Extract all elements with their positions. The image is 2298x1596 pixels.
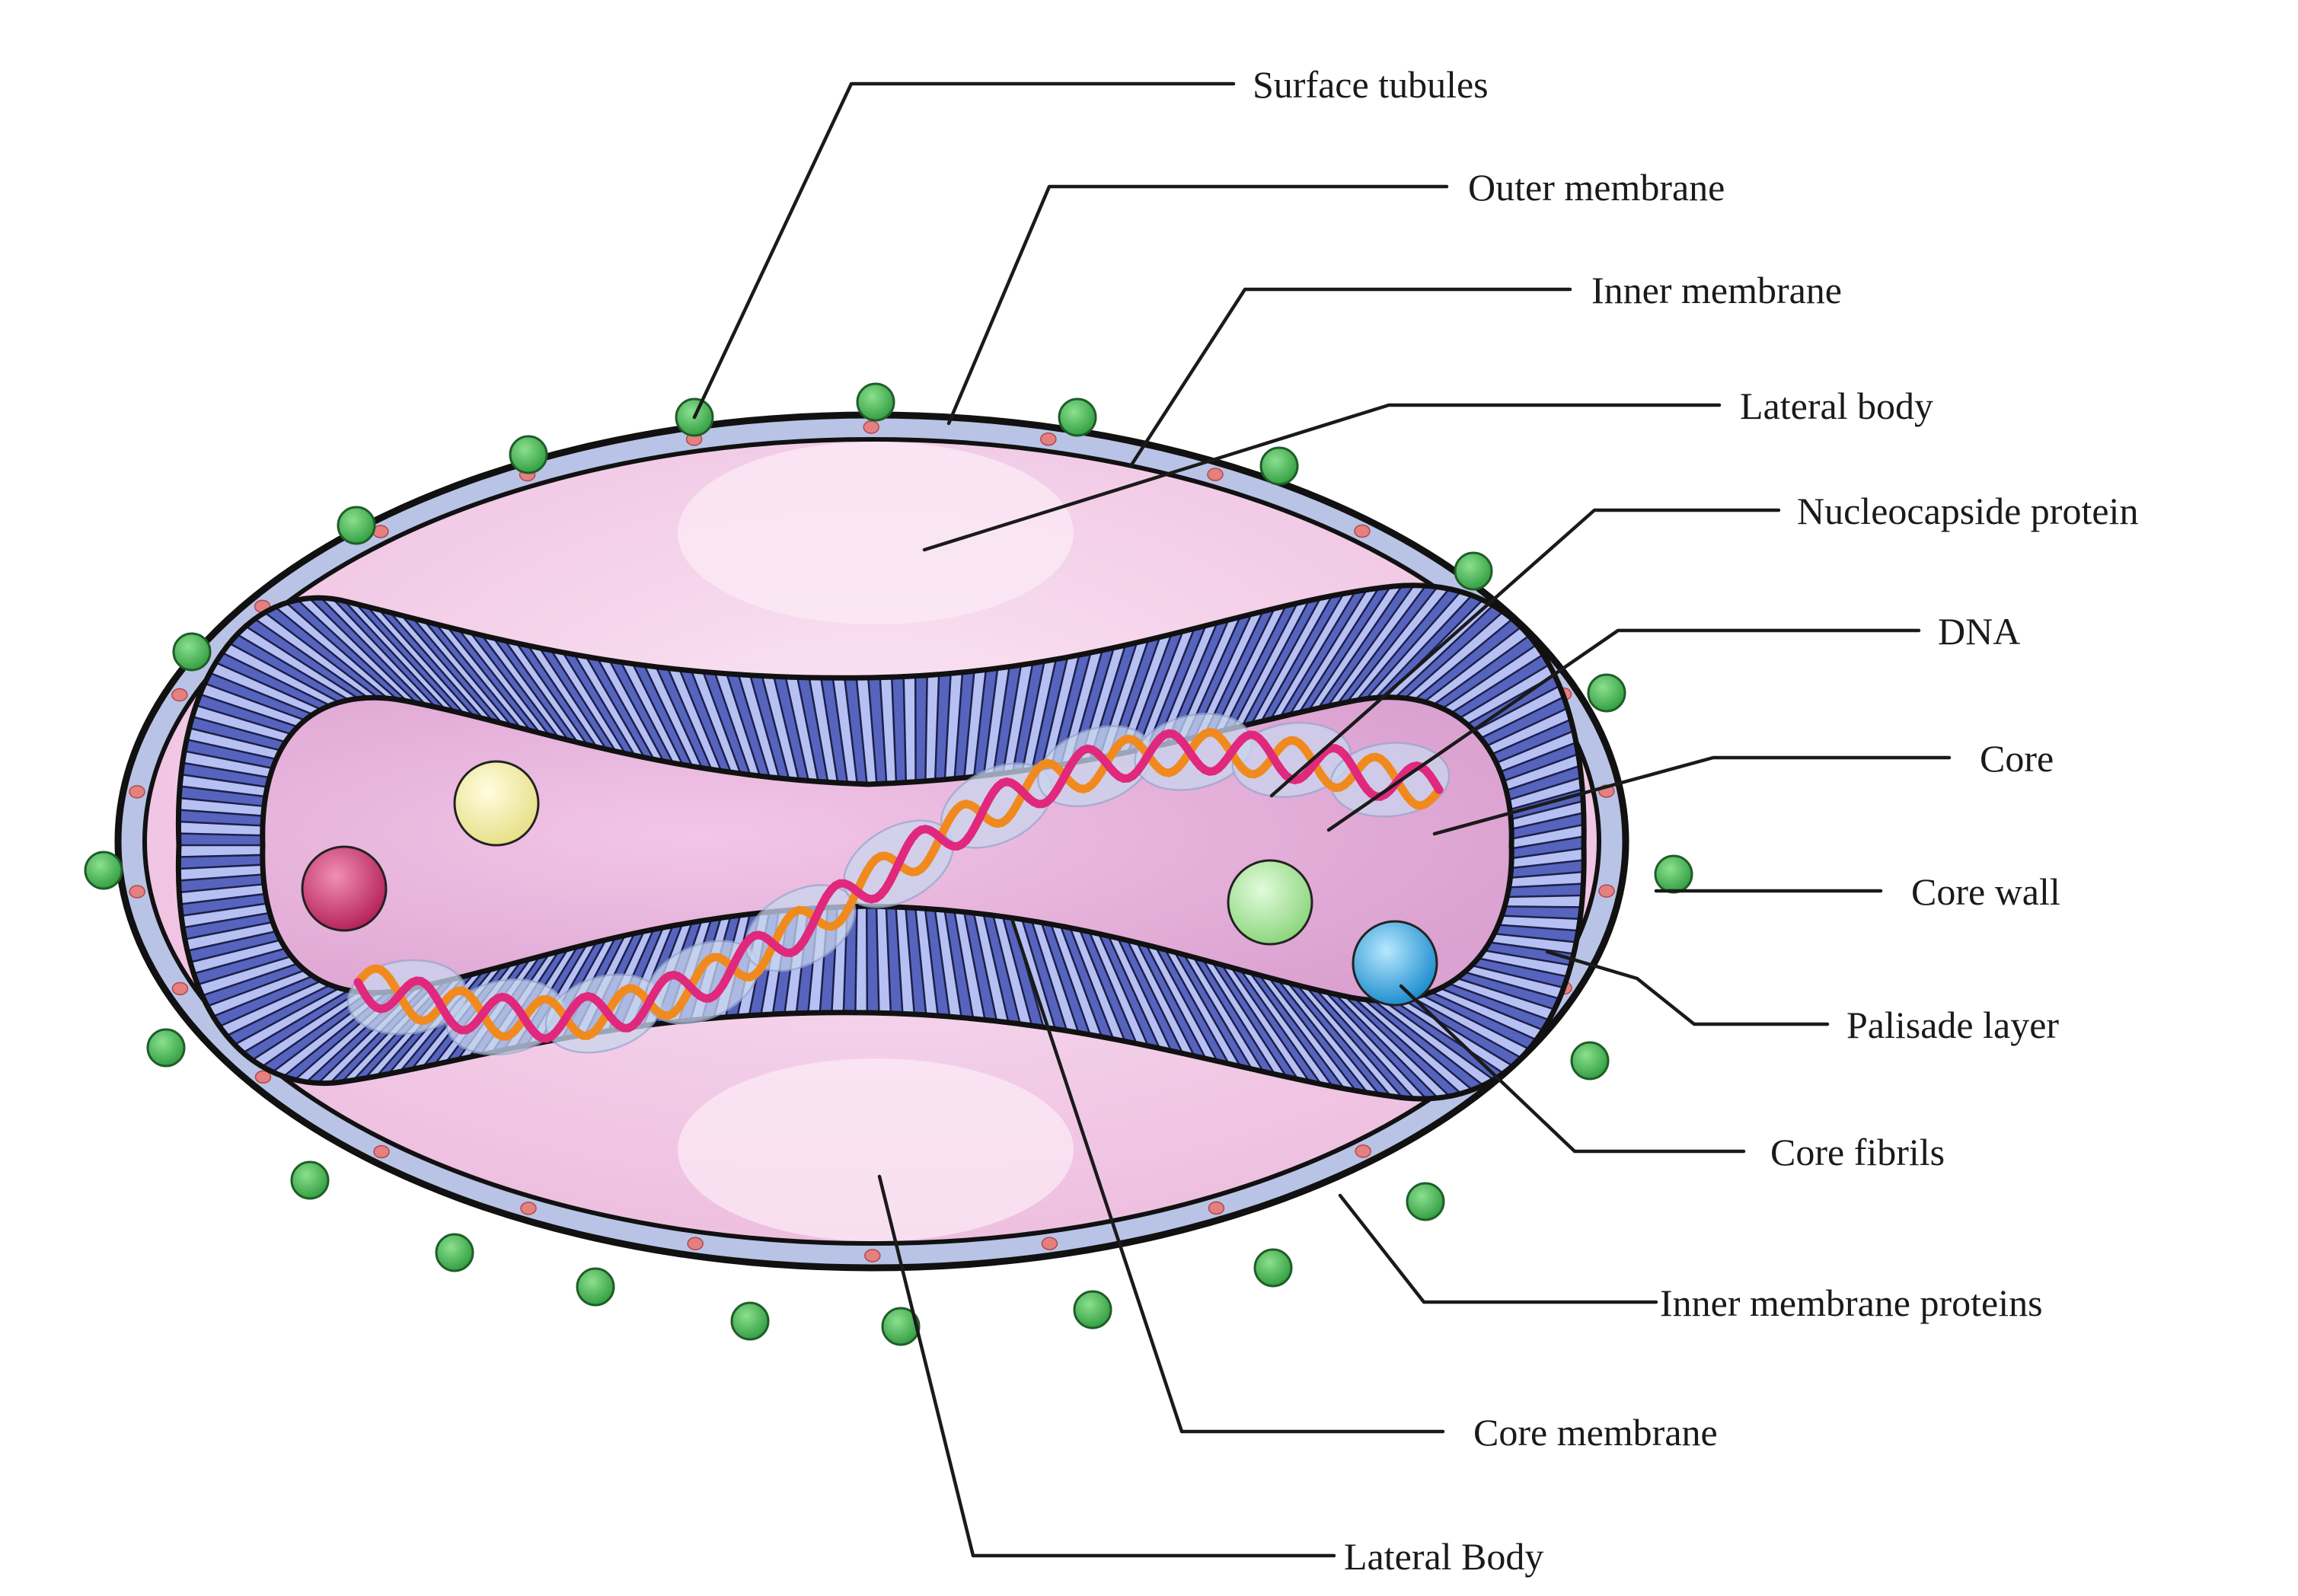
leader-core-fibrils [1399,984,1746,1154]
label-surface-tubules: Surface tubules [1253,63,1489,106]
surface-tubule-dot [146,1028,186,1068]
lateral-body-bottom-highlight [678,1058,1074,1241]
surface-tubule-dot [576,1267,615,1307]
surface-tubule-dot [1587,673,1626,713]
label-core: Core [1980,737,2054,780]
lateral-body-top-highlight [678,442,1074,624]
dna-strand-pink [353,729,1444,1043]
membrane-protein-dot [864,1249,881,1262]
surface-tubule-dot [1406,1182,1445,1221]
membrane-protein-dot [129,785,145,799]
surface-tubule-dot [1654,854,1693,894]
surface-tubule-dots [84,382,1693,1346]
membrane-protein-dot [863,420,879,434]
label-lateral-body-top: Lateral body [1740,385,1933,427]
surface-tubule-dot [1058,397,1097,437]
surface-tubule-dot [1259,446,1299,486]
membrane-protein-dot [1207,468,1224,481]
core-granule-red [301,845,388,932]
membrane-protein-dot [171,688,188,702]
leader-nucleocapside-protein [1269,508,1781,798]
membrane-protein-dot [373,1144,390,1159]
membrane-protein-dot [1355,1144,1371,1158]
surface-tubule-dot [337,506,376,545]
surface-tubule-dot [1073,1290,1112,1329]
membrane-protein-dot [1208,1201,1225,1215]
membrane-protein-dot [254,1070,272,1084]
surface-tubule-dot [84,851,123,890]
label-palisade-layer: Palisade layer [1846,1004,2059,1046]
label-nucleocapside-protein: Nucleocapside protein [1797,490,2138,532]
membrane-protein-dot [129,885,145,899]
membrane-protein-dot [1354,524,1371,538]
leader-inner-membrane [1128,287,1572,468]
surface-tubule-dot [1454,551,1493,591]
leader-outer-membrane [946,184,1449,426]
label-dna: DNA [1938,610,2020,653]
surface-tubule-dot [1570,1041,1610,1080]
membrane-protein-dot [520,1202,537,1215]
virion-body [84,382,1693,1346]
label-core-fibrils: Core fibrils [1770,1131,1945,1173]
surface-tubule-dot [290,1160,330,1200]
membrane-protein-dot [687,1237,704,1251]
leader-lateral-body-top [922,403,1722,552]
nucleocapsid-protein-beads [346,713,1451,1056]
surface-tubule-dot [509,435,548,474]
label-core-membrane: Core membrane [1473,1411,1718,1454]
surface-tubule-dot [435,1233,474,1272]
label-inner-membrane-proteins: Inner membrane proteins [1660,1282,2043,1324]
surface-tubule-dot [856,382,895,422]
leader-core [1432,755,1952,836]
surface-tubule-dot [172,632,212,672]
label-inner-membrane: Inner membrane [1591,269,1842,311]
leader-core-membrane [1010,919,1445,1434]
surface-tubule-dot [1253,1248,1293,1288]
core-granule-yellow [453,760,540,847]
core-granule-green [1227,859,1313,946]
label-lateral-body-bottom: Lateral Body [1344,1535,1543,1578]
leader-dna [1326,628,1921,832]
membrane-protein-dot [1041,1237,1058,1250]
leader-surface-tubules [692,81,1236,420]
surface-tubule-dot [730,1301,770,1341]
leader-lateral-body-bottom [877,1174,1336,1558]
membrane-protein-dot [1040,432,1057,446]
leader-palisade-layer [1545,950,1830,1026]
labels: Surface tubules Outer membrane Inner mem… [1253,63,2138,1578]
membrane-protein-dot [171,982,189,996]
core-granule-blue [1352,920,1438,1007]
label-outer-membrane: Outer membrane [1468,166,1725,209]
leader-inner-membrane-proteins [1338,1193,1658,1304]
membrane-protein-dot [1598,884,1615,898]
leader-lines [692,81,1952,1558]
label-core-wall: Core wall [1911,870,2060,913]
surface-tubule-dot [881,1307,921,1346]
